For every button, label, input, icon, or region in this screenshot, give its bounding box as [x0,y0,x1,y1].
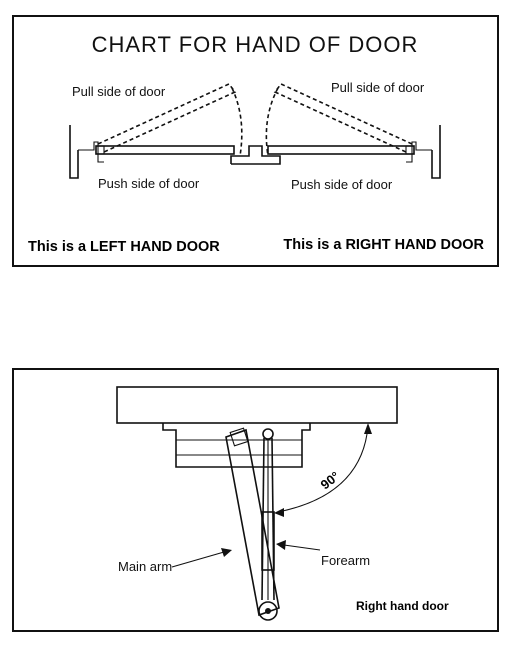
left-hand-door-drawing: Pull side of door Push side of door [69,83,243,191]
left-hinge [95,145,105,155]
center-mullion [230,145,281,165]
angle-arrowhead-bottom [274,508,284,517]
closer-frame [12,368,499,632]
forearm-top-joint [262,428,274,440]
right-wall-jamb [431,125,441,179]
forearm-rod-left [261,437,265,601]
door-closer-diagram: 90° Main arm Forearm Right hand door [12,368,499,632]
main-arm-pointer-head [221,548,232,557]
angle-arc [277,425,369,513]
chart-title: CHART FOR HAND OF DOOR [92,32,419,57]
main-arm-pivot [229,427,249,447]
main-arm [225,427,280,621]
right-hand-door-caption: This is a RIGHT HAND DOOR [283,237,484,253]
closer-body [162,423,311,468]
door-header [116,386,398,424]
right-door-leaf-closed [267,145,415,155]
left-hand-door-caption: This is a LEFT HAND DOOR [28,239,220,255]
right-push-label: Push side of door [291,177,393,192]
right-hand-door-caption-bottom: Right hand door [356,599,449,613]
right-hinge [405,145,415,155]
right-swing-arc [265,87,279,157]
forearm-label: Forearm [321,553,370,568]
left-push-label: Push side of door [98,176,200,191]
left-frame-stop [78,141,104,163]
left-pull-label: Pull side of door [72,84,166,99]
main-arm-end-pin [265,608,271,614]
main-arm-body [225,428,280,617]
left-wall-jamb [69,125,79,179]
forearm-pointer [283,544,321,551]
forearm-pointer-head [276,540,286,550]
main-arm-label: Main arm [118,559,172,574]
forearm-rod-right [271,437,275,601]
right-frame-stop [406,141,432,163]
main-arm-pointer [171,551,225,568]
right-hand-door-drawing: Pull side of door Push side of door [265,80,441,192]
forearm [261,428,275,601]
main-arm-end-joint [258,601,278,621]
chart-frame [12,15,499,267]
right-pull-label: Pull side of door [331,80,425,95]
angle-label: 90° [318,468,343,492]
hand-of-door-chart: CHART FOR HAND OF DOOR Pull side of door… [12,15,499,267]
left-door-leaf-closed [95,145,235,155]
angle-arrowhead-top [364,423,372,434]
